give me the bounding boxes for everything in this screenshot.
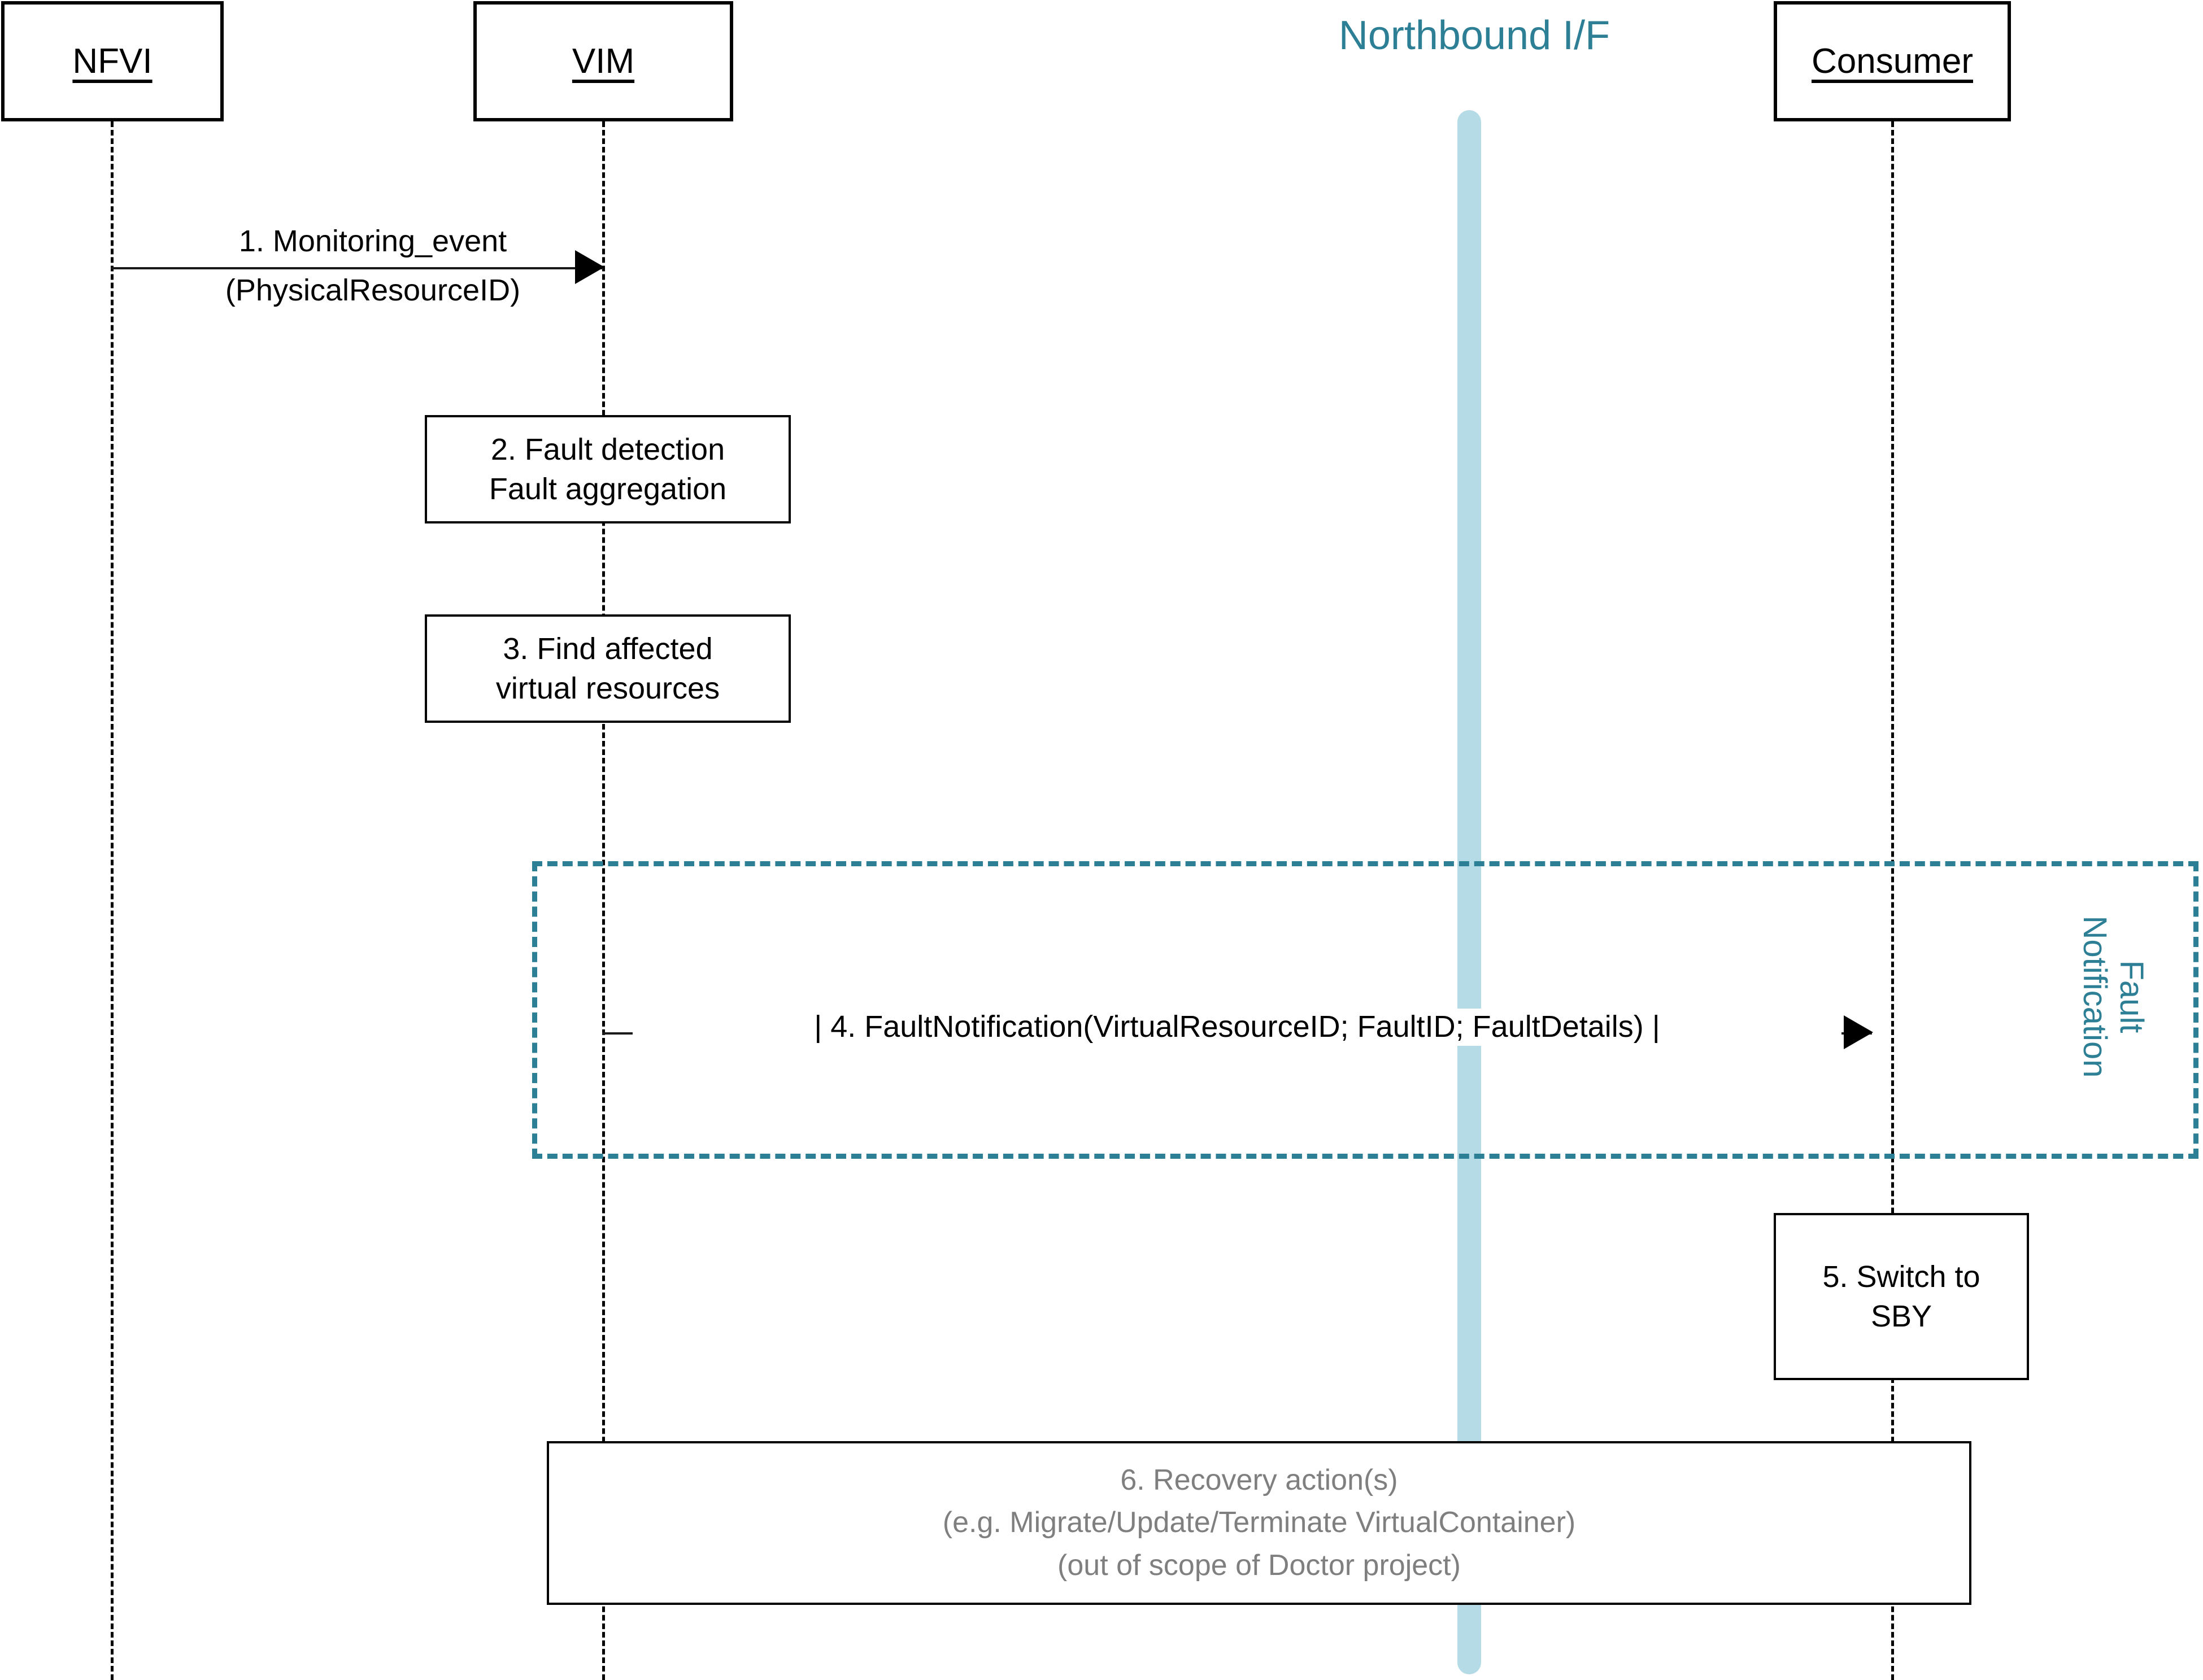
activity-2-line2: Fault aggregation [489,472,727,506]
fault-frame-label-line1: Fault [2113,960,2150,1033]
actor-label-nfvi: NFVI [72,42,153,81]
fault-notification-frame-label: Fault Notification [2076,878,2150,1115]
activity-5-line1: 5. Switch to [1822,1259,1980,1294]
message-1-line [111,267,603,269]
lifeline-nfvi [111,121,114,1680]
activity-6-line1: 6. Recovery action(s) [1120,1463,1398,1496]
activity-3-line1: 3. Find affected [503,631,713,666]
activity-box-find-affected-resources[interactable]: 3. Find affected virtual resources [425,614,791,723]
message-1-label-line2: (PhysicalResourceID) [225,273,521,307]
activity-box-recovery-actions[interactable]: 6. Recovery action(s) (e.g. Migrate/Upda… [547,1441,1971,1605]
message-1-label-line1: 1. Monitoring_event [238,224,507,258]
northbound-interface-band [1457,110,1481,1674]
activity-6-line2: (e.g. Migrate/Update/Terminate VirtualCo… [942,1506,1576,1539]
actor-box-vim[interactable]: VIM [473,1,733,121]
activity-box-fault-detection[interactable]: 2. Fault detection Fault aggregation [425,415,791,523]
activity-6-line3: (out of scope of Doctor project) [1057,1548,1461,1582]
message-4-label: | 4. FaultNotification(VirtualResourceID… [633,1009,1841,1046]
northbound-interface-title: Northbound I/F [1338,13,1610,58]
activity-3-line2: virtual resources [495,671,720,705]
actor-box-consumer[interactable]: Consumer [1774,1,2011,121]
actor-label-consumer: Consumer [1812,42,1973,81]
activity-5-line2: SBY [1870,1299,1932,1333]
activity-box-switch-to-sby[interactable]: 5. Switch to SBY [1774,1213,2029,1380]
message-4-arrowhead [1844,1015,1873,1049]
message-1-arrowhead [575,250,604,284]
fault-frame-label-line2: Notification [2076,915,2113,1078]
actor-box-nfvi[interactable]: NFVI [1,1,224,121]
lifeline-vim [602,121,605,1680]
fault-notification-frame [532,861,2198,1159]
activity-2-line1: 2. Fault detection [490,432,725,466]
actor-label-vim: VIM [572,42,635,81]
lifeline-consumer [1891,121,1894,1680]
